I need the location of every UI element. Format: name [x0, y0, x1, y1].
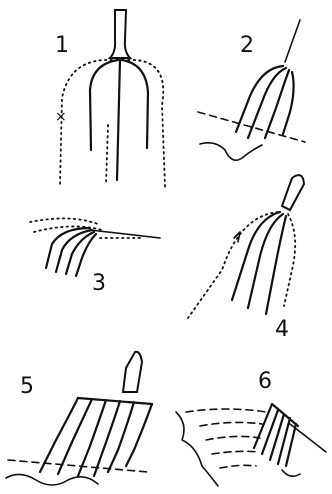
panel-4-dotted-left	[188, 212, 278, 318]
panel-6-dashed-line-4	[212, 451, 258, 454]
panel-6-dashed-line-3	[206, 436, 260, 440]
panel-5-tine-4	[94, 401, 120, 476]
panel-3-dotted-upper	[30, 218, 98, 224]
panel-1-tine-left	[90, 60, 118, 150]
panel-3-tine-1	[46, 228, 90, 268]
panel-5-fork-handle	[123, 352, 142, 392]
panel-4-dotted-right	[284, 214, 295, 306]
panel-6-dashed-line-1	[186, 409, 266, 412]
panel-3-label: 3	[92, 271, 106, 296]
panel-1: 1 ×	[55, 10, 165, 187]
panel-4: 4	[188, 175, 304, 342]
panel-2-soil	[200, 143, 262, 160]
panel-6-soil-bottom	[282, 470, 300, 476]
panel-2: 2	[198, 20, 305, 160]
panel-6-tine-1	[254, 404, 272, 448]
panel-2-handle	[285, 20, 300, 62]
panel-4-tine-2	[248, 214, 283, 308]
panel-4-label: 4	[275, 317, 289, 342]
panel-2-label: 2	[240, 33, 254, 58]
panel-3: 3	[30, 218, 160, 296]
panel-1-label: 1	[55, 33, 69, 58]
panel-5-tine-2	[58, 399, 92, 474]
panel-6-dashed-line-5	[220, 465, 256, 468]
panel-5-tine-1	[40, 398, 78, 472]
panel-3-tine-4	[76, 234, 96, 276]
panel-1-tine-center	[117, 60, 120, 180]
panel-5: 5	[6, 352, 152, 485]
panel-5-soil	[6, 474, 98, 485]
panel-4-fork-handle	[282, 175, 304, 210]
panel-1-dotted-center	[106, 125, 108, 185]
panel-5-tine-3	[78, 400, 106, 476]
panel-1-dotted-outer-left	[60, 60, 112, 185]
panel-6-label: 6	[258, 369, 272, 394]
panel-5-label: 5	[20, 374, 34, 399]
panel-1-tine-right	[122, 60, 148, 148]
panel-6-tine-2	[262, 410, 278, 454]
panel-6: 6	[176, 369, 326, 486]
panel-5-tine-5	[108, 402, 134, 472]
panel-6-dashed-line-2	[200, 422, 262, 426]
panel-1-fork-handle	[110, 10, 130, 58]
panel-6-soil-edge	[176, 412, 218, 486]
panel-2-tine-2	[248, 68, 286, 138]
panel-3-handle	[90, 230, 160, 238]
